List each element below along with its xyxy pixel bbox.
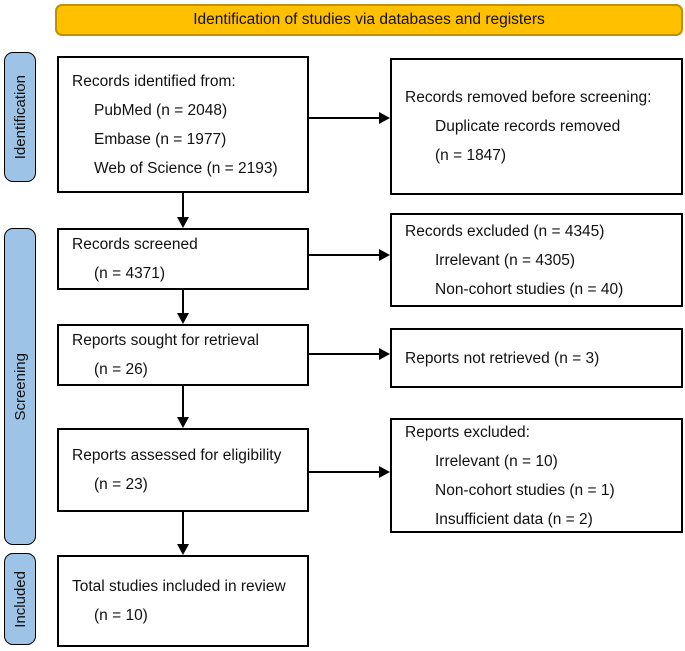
records-screened-box: Records screened (n = 4371) <box>57 228 309 290</box>
arrow-right-icon <box>379 112 390 124</box>
banner-label: Identification of studies via databases … <box>193 11 545 28</box>
box-line: Web of Science (n = 2193) <box>94 159 278 177</box>
box-line: (n = 1847) <box>435 147 507 164</box>
box-line: Reports assessed for eligibility <box>72 447 282 464</box>
box-line: PubMed (n = 2048) <box>94 101 228 119</box>
arrow-down-icon <box>177 313 189 324</box>
arrow-down-icon <box>177 417 189 428</box>
reports-assessed-box: Reports assessed for eligibility (n = 23… <box>57 428 309 512</box>
reports-excluded-box: Reports excluded: Irrelevant (n = 10) No… <box>390 418 683 533</box>
box-line: Non-cohort studies (n = 40) <box>435 280 624 298</box>
box-line: (n = 10) <box>94 607 148 624</box>
arrow-down-icon <box>177 217 189 228</box>
arrow-right-icon <box>379 466 390 478</box>
box-line: Reports excluded: <box>405 423 530 441</box>
box-line: Records removed before screening: <box>405 89 652 106</box>
box-line: Total studies included in review <box>72 578 286 595</box>
arrow-assessed-to-excluded-line <box>309 471 379 473</box>
box-line: Embase (n = 1977) <box>94 130 227 148</box>
arrow-sought-to-assessed-line <box>182 386 184 418</box>
records-removed-box: Records removed before screening: Duplic… <box>390 58 683 195</box>
box-line: Records identified from: <box>72 72 236 90</box>
stage-label-identification: Identification <box>11 74 29 160</box>
box-line: (n = 4371) <box>94 265 166 282</box>
box-line: Records excluded (n = 4345) <box>405 222 605 240</box>
box-line: Reports sought for retrieval <box>72 332 259 349</box>
arrow-screened-to-excluded-line <box>309 254 379 256</box>
reports-not-retrieved-box: Reports not retrieved (n = 3) <box>390 328 683 388</box>
box-line: (n = 26) <box>94 361 148 378</box>
arrow-down-icon <box>177 544 189 555</box>
arrow-right-icon <box>379 348 390 360</box>
total-included-box: Total studies included in review (n = 10… <box>57 555 309 647</box>
stage-bar-included: Included <box>4 553 36 645</box>
arrow-screened-to-sought-line <box>182 290 184 314</box>
box-line: Reports not retrieved (n = 3) <box>405 349 600 367</box>
arrow-right-icon <box>379 249 390 261</box>
stage-bar-identification: Identification <box>4 52 36 182</box>
records-identified-box: Records identified from: PubMed (n = 204… <box>57 56 309 193</box>
box-line: Non-cohort studies (n = 1) <box>435 481 615 499</box>
arrow-sought-to-notretrieved-line <box>309 353 379 355</box>
stage-label-screening: Screening <box>11 352 29 421</box>
box-line: (n = 23) <box>94 476 148 493</box>
arrow-assessed-to-included-line <box>182 512 184 545</box>
stage-bar-screening: Screening <box>4 228 36 545</box>
records-excluded-box: Records excluded (n = 4345) Irrelevant (… <box>390 213 683 307</box>
box-line: Irrelevant (n = 4305) <box>435 251 576 269</box>
reports-sought-box: Reports sought for retrieval (n = 26) <box>57 324 309 386</box>
stage-label-included: Included <box>11 570 29 628</box>
box-line: Irrelevant (n = 10) <box>435 452 558 470</box>
banner: Identification of studies via databases … <box>55 4 683 36</box>
arrow-identified-to-removed-line <box>309 117 379 119</box>
box-line: Insufficient data (n = 2) <box>435 510 593 528</box>
box-line: Duplicate records removed <box>435 118 621 135</box>
arrow-identified-to-screened-line <box>182 193 184 218</box>
box-line: Records screened <box>72 236 198 253</box>
